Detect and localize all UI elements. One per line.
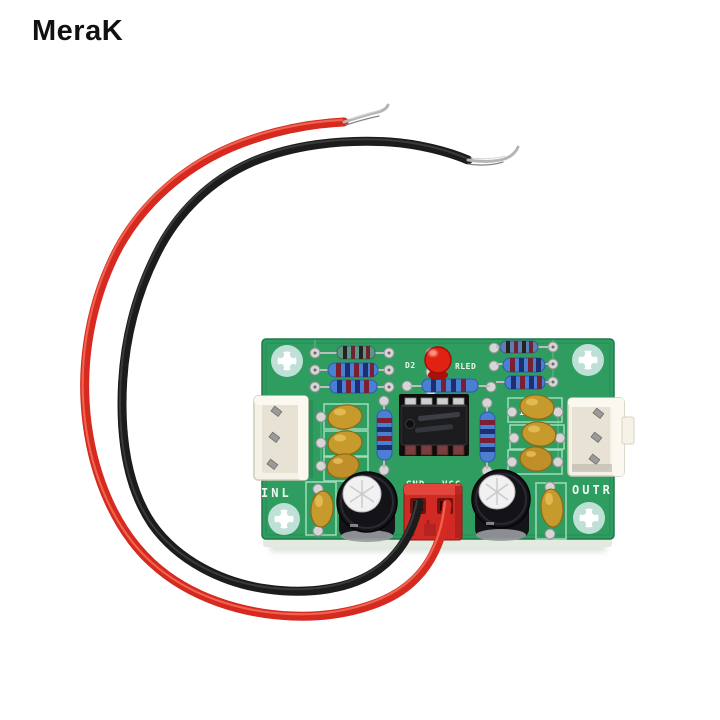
- wire-tip-black: [466, 145, 520, 166]
- wire-tip-red: [342, 103, 390, 126]
- led-ref-label: D2: [405, 361, 416, 370]
- pcb-board: D2 RLED 105: [253, 338, 635, 547]
- resistor: [329, 379, 378, 394]
- resistor: [504, 375, 546, 390]
- output-label: OUTR: [572, 483, 613, 497]
- brand-logo: MeraK: [32, 15, 123, 47]
- connector-lock-tab: [621, 416, 635, 445]
- mounting-hole-top-left: [271, 345, 303, 377]
- power-wire-black: [117, 136, 473, 596]
- ic-chip: [400, 404, 468, 446]
- mounting-holes: [268, 344, 605, 535]
- mounting-hole-top-right: [572, 344, 604, 376]
- power-wire-red-highlight: [81, 118, 447, 616]
- power-wire-red: [80, 117, 452, 621]
- connector-pins: [266, 405, 283, 471]
- ic-marking-line: [415, 424, 454, 433]
- power-led: [424, 346, 452, 380]
- yellow-capacitor-highlights: [315, 398, 553, 507]
- resistor: [502, 357, 546, 373]
- resistor: [499, 340, 539, 354]
- mounting-hole-bottom-right: [573, 502, 605, 534]
- electrolytic-capacitor-left: [336, 471, 398, 542]
- led-name-label: RLED: [455, 362, 476, 371]
- resistor-middle: [410, 378, 490, 393]
- resistor-vertical-right: [479, 406, 496, 469]
- input-connector: [253, 395, 313, 481]
- resistor-vertical-left: [376, 404, 393, 468]
- ic-pin1-dimple: [405, 419, 415, 429]
- power-wires: [80, 103, 520, 621]
- resistor-cluster-left: [320, 345, 384, 394]
- solder-pads: [309, 341, 566, 540]
- electrolytic-capacitor-right: [471, 469, 531, 541]
- resistor: [327, 362, 379, 378]
- resistor-cluster-right: [496, 340, 550, 390]
- connector-pins: [588, 407, 605, 466]
- resistor: [336, 345, 376, 360]
- mounting-hole-bottom-left: [268, 503, 300, 535]
- terminal-emboss: [424, 524, 436, 536]
- ic-marking-line: [418, 412, 461, 421]
- power-wire-black-highlight: [118, 138, 467, 591]
- output-connector: [567, 397, 635, 477]
- input-label: INL: [261, 486, 292, 500]
